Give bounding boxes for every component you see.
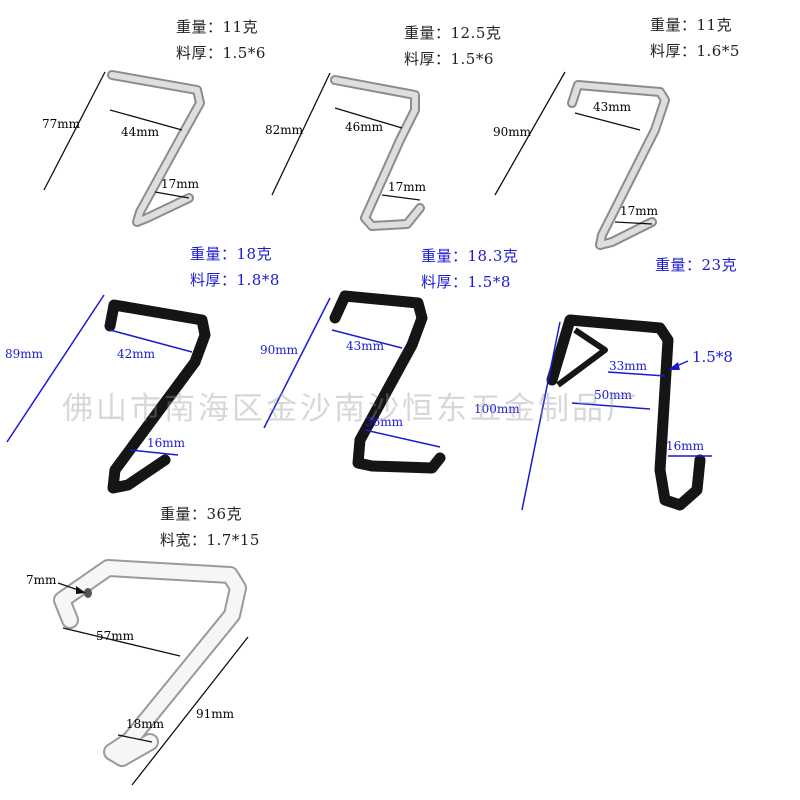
spec-white-1: 重量：36克 料宽：1.7*15 <box>160 501 260 553</box>
silver-hook-1: 77mm 44mm 17mm <box>42 70 205 227</box>
dim-tail-label: 16mm <box>666 439 705 453</box>
dim-width-label: 43mm <box>346 339 385 353</box>
thickness-label: 料厚：1.5*6 <box>404 50 494 68</box>
dim-width-label: 43mm <box>593 100 632 114</box>
dim-height-label: 91mm <box>196 707 235 721</box>
weight-label: 重量：12.5克 <box>404 24 502 42</box>
hook-body <box>546 314 706 511</box>
dim-tail-label: 17mm <box>620 204 659 218</box>
dim-tail-label: 17mm <box>161 177 200 191</box>
weight-label: 重量：11克 <box>650 16 733 34</box>
thickness-label: 料厚：1.6*5 <box>650 42 740 60</box>
dim-width-label: 42mm <box>117 347 156 361</box>
dim-inner-label: 33mm <box>609 359 648 373</box>
weight-label: 重量：18.3克 <box>421 247 519 265</box>
black-hook-2: 90mm 43mm 36mm <box>260 290 446 474</box>
weight-label: 重量：36克 <box>160 505 243 523</box>
weight-label: 重量：18克 <box>190 245 273 263</box>
spec-silver-1: 重量：11克 料厚：1.5*6 <box>176 14 266 66</box>
spec-black-1: 重量：18克 料厚：1.8*8 <box>190 241 280 293</box>
weight-label: 重量：11克 <box>176 18 259 36</box>
dim-width-label: 44mm <box>121 125 160 139</box>
dim-height-label: 90mm <box>493 125 532 139</box>
spec-silver-3: 重量：11克 料厚：1.6*5 <box>650 12 740 64</box>
silver-hook-3: 90mm 43mm 17mm <box>493 71 670 250</box>
thickness-label: 料厚：1.5*6 <box>176 44 266 62</box>
dim-width-label: 57mm <box>96 629 135 643</box>
weight-label: 重量：23克 <box>655 256 738 274</box>
spec-silver-2: 重量：12.5克 料厚：1.5*6 <box>404 20 501 72</box>
dim-height-label: 82mm <box>265 123 304 137</box>
spec-black-3: 重量：23克 <box>655 252 737 278</box>
thickness-callout: 1.5*8 <box>692 348 733 366</box>
dim-width-label: 50mm <box>594 388 633 402</box>
white-hook: 7mm 57mm 18mm 91mm <box>26 559 249 786</box>
dim-tail-label: 16mm <box>147 436 186 450</box>
dim-height-label: 89mm <box>5 347 44 361</box>
hook-body <box>104 299 211 494</box>
dim-height-label: 77mm <box>42 117 81 131</box>
dim-height-label: 90mm <box>260 343 299 357</box>
spec-black-2: 重量：18.3克 料厚：1.5*8 <box>421 243 518 295</box>
dim-tail-label: 17mm <box>388 180 427 194</box>
dim-tail-label: 36mm <box>365 415 404 429</box>
dim-tail-label: 18mm <box>126 717 165 731</box>
hook-body <box>329 290 446 474</box>
silver-hook-2: 82mm 46mm 17mm <box>265 72 427 231</box>
thickness-label: 料厚：1.5*8 <box>421 273 511 291</box>
black-hook-1: 89mm 42mm 16mm <box>5 294 211 494</box>
thickness-label: 料宽：1.7*15 <box>160 531 260 549</box>
dim-height-label: 100mm <box>474 402 520 416</box>
dim-width-label: 46mm <box>345 120 384 134</box>
thickness-label: 料厚：1.8*8 <box>190 271 280 289</box>
black-hook-3: 100mm 33mm 50mm 16mm 1.5*8 <box>474 314 733 511</box>
dim-hole-label: 7mm <box>26 573 57 587</box>
hook-body <box>330 75 425 231</box>
